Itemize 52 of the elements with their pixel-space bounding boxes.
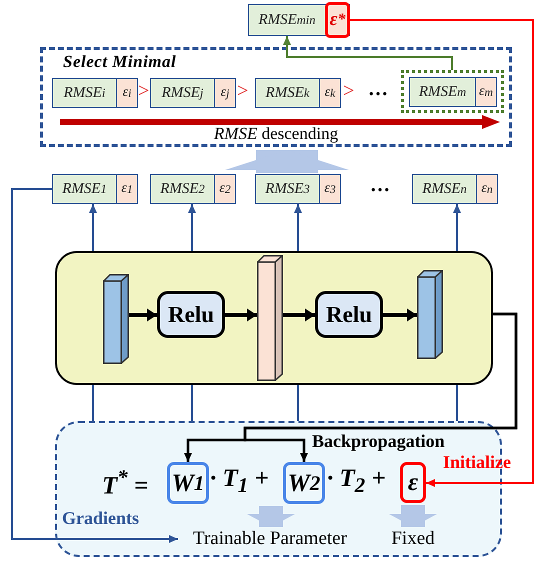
- term-caption: Trainable Parameter: [178, 527, 362, 551]
- arrow: [283, 36, 453, 70]
- ellipsis: …: [370, 174, 390, 197]
- result-pair: [150, 78, 236, 108]
- layer-bar: [103, 274, 129, 364]
- arrow: [89, 204, 97, 251]
- connector-line: [92, 385, 94, 421]
- block-arrow: [225, 150, 349, 173]
- result-pair: [255, 78, 341, 108]
- arrow: [244, 312, 518, 462]
- connector-line: [191, 385, 193, 421]
- result-pair: [412, 174, 498, 204]
- comparison-sign: >: [138, 80, 150, 103]
- result-pair: [409, 77, 497, 107]
- edge-label: Backpropagation: [312, 431, 445, 452]
- arrow: [225, 308, 257, 322]
- result-pair: [255, 174, 341, 204]
- comparison-sign: >: [237, 80, 248, 103]
- arrow: [350, 19, 534, 487]
- connector-line: [297, 385, 299, 421]
- ellipsis: …: [368, 78, 388, 101]
- activation-box: Relu: [157, 291, 225, 338]
- edge-label: Initialize: [443, 452, 511, 473]
- selection-group: [40, 47, 512, 147]
- comparison-sign: >: [343, 80, 354, 103]
- layer-bar: [417, 270, 443, 359]
- arrow: [294, 204, 302, 251]
- arrow: [383, 308, 417, 322]
- formula-term: · T$_{1}$ +: [210, 465, 269, 498]
- arrow: [283, 308, 315, 322]
- fixed-term-box: ε: [400, 462, 426, 503]
- term-caption: Fixed: [385, 527, 441, 551]
- block-arrow: [247, 506, 295, 527]
- axis-caption: RMSE descending: [212, 124, 340, 144]
- formula-term: · T$_{2}$ +: [327, 465, 386, 498]
- activation-box: Relu: [315, 291, 383, 338]
- connector-line: [456, 385, 458, 421]
- formula-term: T$^{*}$ =: [102, 465, 148, 500]
- arrow: [11, 188, 178, 543]
- group-heading: Select Minimal: [63, 52, 176, 72]
- edge-label: Gradients: [62, 508, 140, 529]
- result-pair: [150, 174, 236, 204]
- arrow: [129, 308, 157, 322]
- result-pair: [52, 174, 138, 204]
- arrow: [453, 204, 461, 251]
- selection-frame: [401, 70, 504, 113]
- layer-bar: [257, 255, 283, 381]
- result-pair: [52, 78, 138, 108]
- result-pair: [248, 4, 350, 36]
- block-arrow: [389, 505, 437, 527]
- arrow: [188, 204, 196, 251]
- network-block: [55, 251, 493, 385]
